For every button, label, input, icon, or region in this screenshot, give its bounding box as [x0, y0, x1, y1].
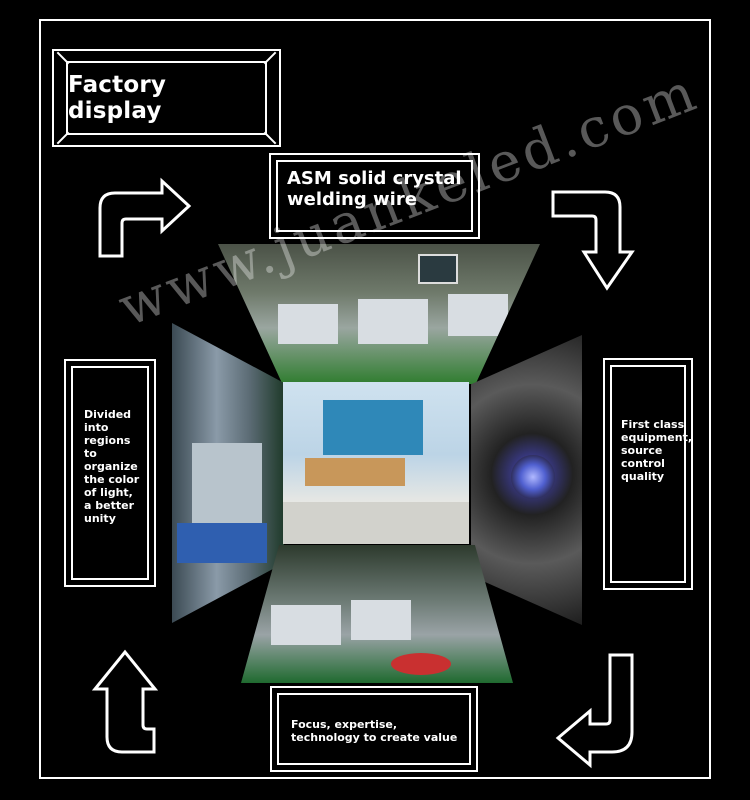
workshop-machines-photo — [218, 244, 540, 384]
equipment-lens-closeup-photo — [471, 335, 582, 625]
bottom-caption-box: Focus, expertise, technology to create v… — [270, 686, 478, 772]
right-caption-box: First class equipment, source control qu… — [603, 358, 693, 590]
top-caption-box: ASM solid crystal welding wire — [269, 153, 480, 239]
production-floor-photo — [241, 545, 513, 683]
reception-lobby-photo — [283, 382, 469, 544]
outer-frame — [39, 19, 711, 779]
bottom-caption: Focus, expertise, technology to create v… — [291, 718, 458, 744]
left-caption: Divided into regions to organize the col… — [84, 408, 140, 525]
right-caption: First class equipment, source control qu… — [621, 418, 693, 483]
title-panel: Factory display — [52, 49, 281, 147]
page-title: Factory display — [68, 72, 167, 124]
left-caption-box: Divided into regions to organize the col… — [64, 359, 156, 587]
top-caption: ASM solid crystal welding wire — [287, 168, 462, 211]
